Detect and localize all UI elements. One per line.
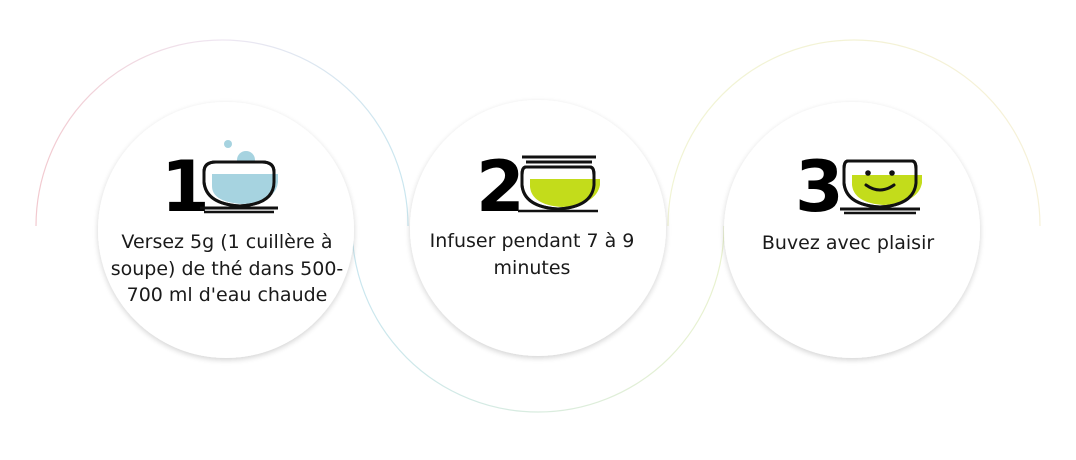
step-number: 1 [161, 146, 210, 228]
step-instruction: Buvez avec plaisir [761, 232, 935, 254]
teapot-with-lid-icon [518, 155, 600, 213]
step-number: 3 [795, 146, 844, 228]
step-number: 2 [476, 146, 525, 228]
smiling-teapot-icon [840, 159, 922, 215]
step-instruction: Infuser pendant 7 à 9 minutes [429, 230, 635, 279]
teapot-pouring-water-icon [200, 140, 278, 214]
step-instruction: Versez 5g (1 cuillère à soupe) de thé da… [110, 231, 344, 306]
